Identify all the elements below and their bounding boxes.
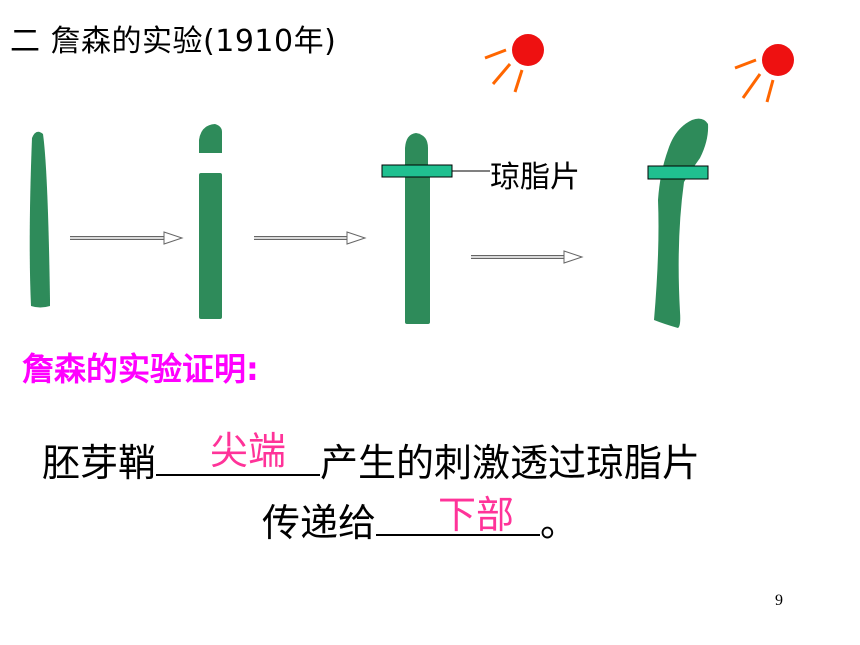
- slide-title: 二 詹森的实验(1910年): [10, 24, 337, 59]
- coleoptile-bent-body: [654, 118, 709, 329]
- agar-block: [647, 165, 709, 180]
- coleoptile-intact: [29, 131, 50, 308]
- agar-label: 琼脂片: [490, 160, 580, 195]
- coleoptile-tip: [405, 133, 428, 166]
- coleoptile-with-agar: [381, 133, 490, 324]
- coleoptile-stem: [405, 176, 430, 324]
- coleoptile-tip-removed: [199, 124, 222, 319]
- fill-blank-2: [376, 496, 541, 536]
- answer-blank-2: 下部: [438, 493, 515, 537]
- sun-icon: [734, 44, 794, 103]
- conclusion-line-1: 胚芽鞘 产生的刺激透过琼脂片: [42, 436, 700, 486]
- arrow-right-icon: [70, 231, 184, 245]
- conclusion-text: 产生的刺激透过琼脂片: [320, 441, 701, 485]
- coleoptile-bent: [647, 118, 709, 329]
- conclusion-text: 胚芽鞘: [42, 441, 157, 485]
- answer-blank-1: 尖端: [210, 429, 287, 473]
- coleoptile-tip: [199, 124, 222, 153]
- fill-blank-1: [156, 436, 321, 476]
- agar-block: [381, 164, 453, 178]
- proof-heading: 詹森的实验证明:: [22, 350, 259, 388]
- arrow-right-icon: [471, 250, 584, 264]
- arrow-right-icon: [254, 231, 367, 245]
- coleoptile-stem: [199, 173, 222, 319]
- conclusion-text: 。: [540, 501, 579, 545]
- conclusion-line-2: 传递给 。: [262, 496, 578, 546]
- conclusion-text: 传递给: [262, 501, 377, 545]
- sun-icon: [484, 34, 544, 93]
- page-number: 9: [775, 592, 783, 609]
